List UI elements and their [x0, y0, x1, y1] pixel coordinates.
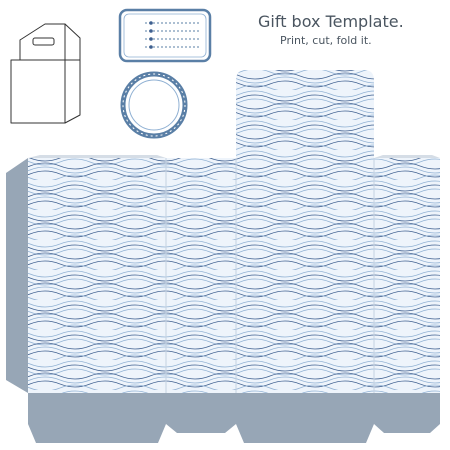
round-label — [120, 71, 188, 139]
box-body — [28, 158, 440, 393]
bottom-flap-1 — [28, 393, 166, 443]
template-subtitle: Print, cut, fold it. — [280, 34, 372, 47]
top-lid-flap — [236, 70, 374, 158]
gift-bag-3d-icon — [10, 23, 81, 124]
box-dieline — [6, 70, 440, 443]
bottom-flap-3 — [236, 393, 374, 443]
bottom-flap-2 — [166, 393, 236, 433]
bottom-flap-4 — [374, 393, 440, 433]
name-label — [118, 8, 212, 63]
top-side-flap-left — [28, 155, 166, 158]
glue-tab — [6, 158, 28, 393]
template-title: Gift box Template. — [258, 12, 404, 31]
top-side-flap-right — [374, 155, 440, 158]
